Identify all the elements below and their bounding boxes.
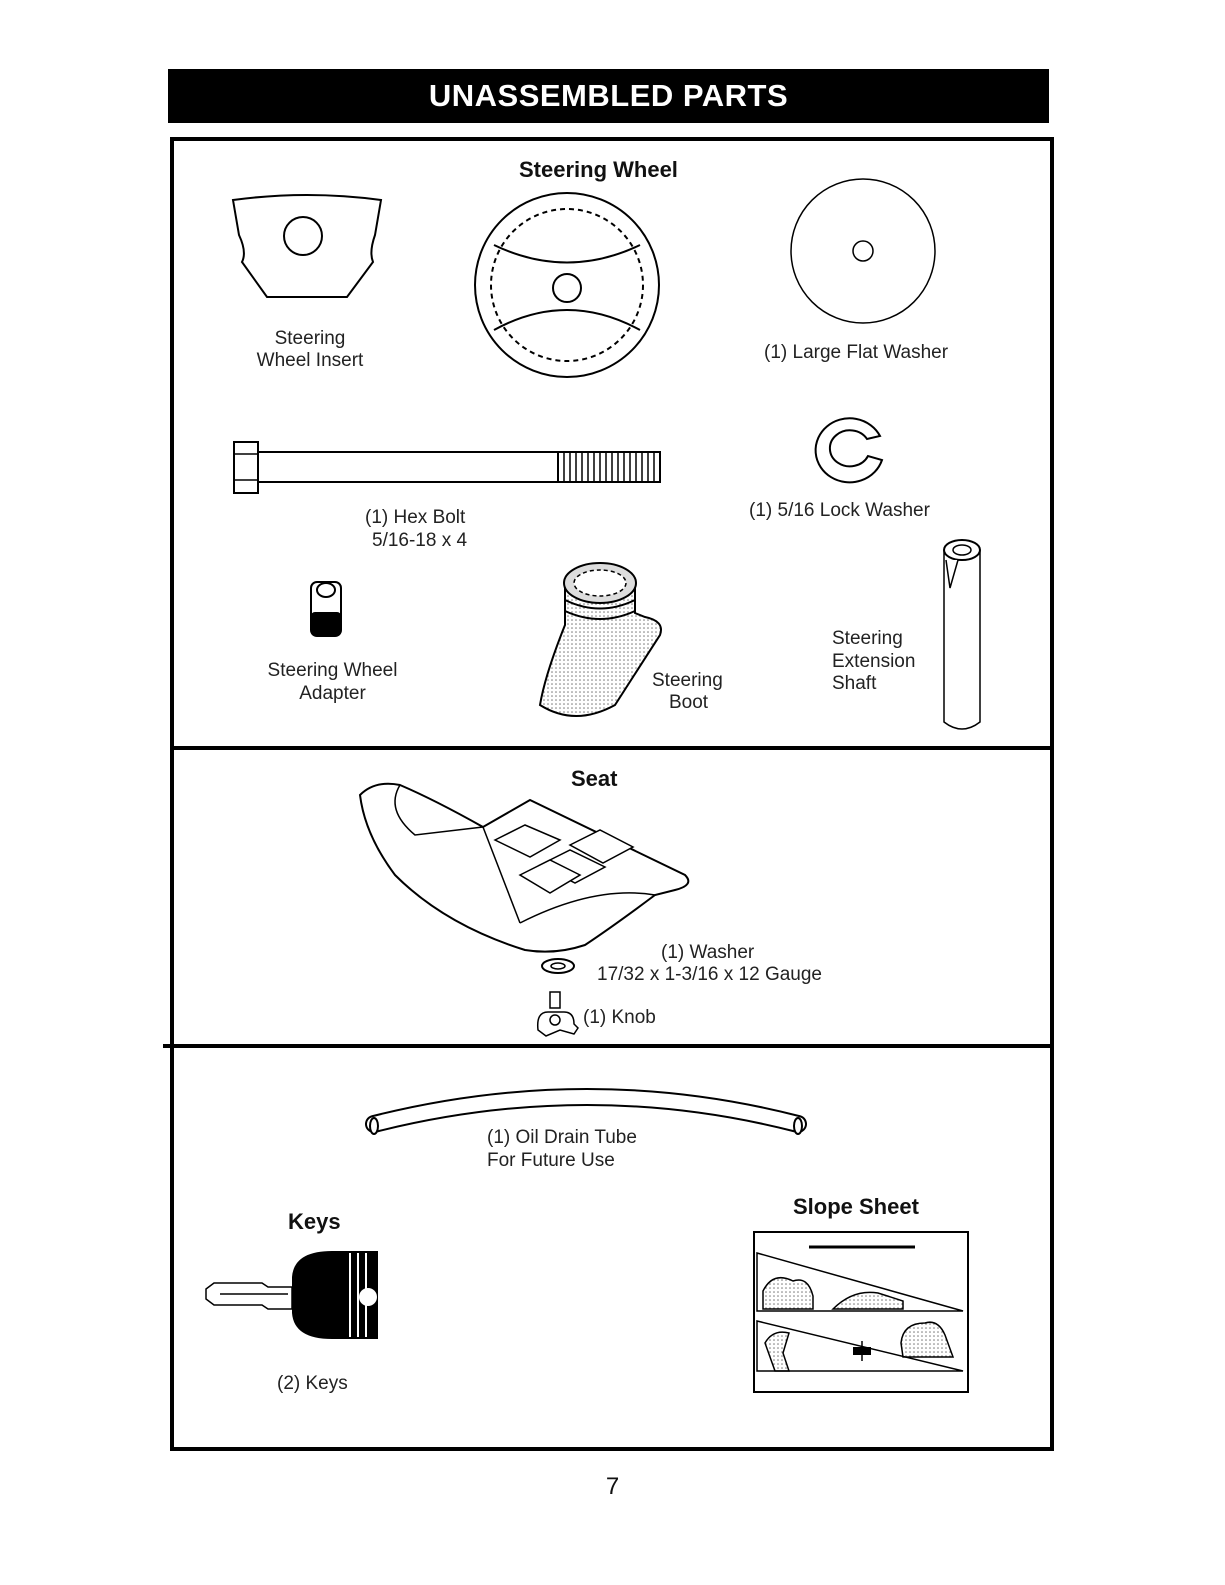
washer-icon: [540, 957, 576, 975]
steering-wheel-icon: [472, 190, 662, 380]
keys-label: (2) Keys: [277, 1373, 348, 1395]
slope-sheet-icon: [753, 1231, 969, 1393]
steering-boot-icon: [535, 555, 670, 725]
divider-steering-seat: [170, 746, 1050, 750]
boot-label-line2: Boot: [669, 692, 708, 714]
seat-icon: [355, 775, 700, 955]
divider-seat-misc: [163, 1044, 1050, 1048]
shaft-label-line3: Shaft: [832, 673, 876, 695]
shaft-label-line1: Steering: [832, 628, 903, 650]
insert-label-line1: Steering: [250, 328, 370, 350]
tube-label-line2: For Future Use: [487, 1150, 615, 1172]
key-icon: [202, 1247, 382, 1347]
hex-bolt-icon: [230, 440, 665, 495]
hex-bolt-label-line1: (1) Hex Bolt: [365, 507, 465, 529]
section-banner: UNASSEMBLED PARTS: [168, 69, 1049, 123]
adapter-label-line1: Steering Wheel: [250, 660, 415, 682]
lock-washer-label: (1) 5/16 Lock Washer: [749, 500, 930, 522]
slope-sheet-heading: Slope Sheet: [793, 1194, 919, 1220]
adapter-label-line2: Adapter: [250, 683, 415, 705]
steering-wheel-insert-icon: [225, 190, 390, 305]
adapter-icon: [305, 578, 347, 640]
tube-label-line1: (1) Oil Drain Tube: [487, 1127, 637, 1149]
seat-washer-label-line2: 17/32 x 1-3/16 x 12 Gauge: [597, 964, 822, 986]
lock-washer-icon: [812, 408, 897, 483]
extension-shaft-icon: [936, 536, 988, 736]
knob-label: (1) Knob: [583, 1007, 656, 1029]
banner-title: UNASSEMBLED PARTS: [429, 78, 788, 114]
large-flat-washer-icon: [788, 176, 938, 326]
shaft-label-line2: Extension: [832, 651, 915, 673]
page-number: 7: [0, 1473, 1225, 1501]
hex-bolt-label-line2: 5/16-18 x 4: [372, 530, 467, 552]
large-washer-label: (1) Large Flat Washer: [764, 342, 948, 364]
keys-heading: Keys: [288, 1209, 341, 1235]
boot-label-line1: Steering: [652, 670, 723, 692]
seat-washer-label-line1: (1) Washer: [661, 942, 754, 964]
knob-icon: [534, 990, 580, 1038]
steering-wheel-heading: Steering Wheel: [519, 157, 678, 183]
insert-label-line2: Wheel Insert: [240, 350, 380, 372]
